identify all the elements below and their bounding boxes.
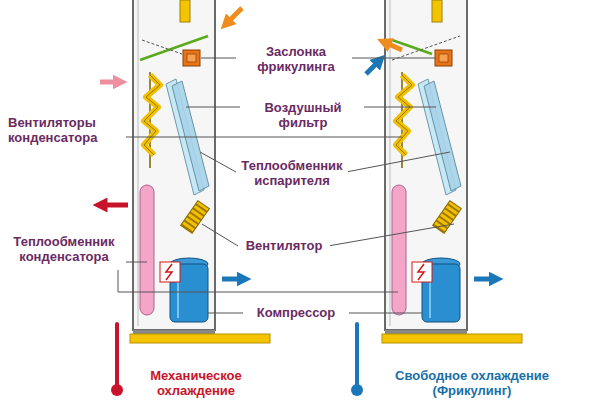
evaporator-label: Теплообменник испарителя [236, 158, 348, 188]
condenser-label: Теплообменник конденсатора [2, 234, 126, 264]
freecooling-unit [382, 0, 522, 343]
damper-line-left [140, 36, 208, 60]
compressor-label: Компрессор [243, 305, 349, 320]
mode-label: Свободное охлаждение (Фрикулинг) [382, 368, 562, 398]
leader-lines [118, 58, 454, 313]
damper-label: Заслонка фрикулинга [240, 44, 352, 74]
mode-label: Механическое охлаждение [134, 368, 258, 398]
filter-label: Воздушный фильтр [242, 100, 364, 130]
fan-label: Вентилятор [238, 238, 330, 253]
air-arrows [100, 8, 496, 279]
fans-label: Вентиляторы конденсатора [6, 115, 126, 145]
